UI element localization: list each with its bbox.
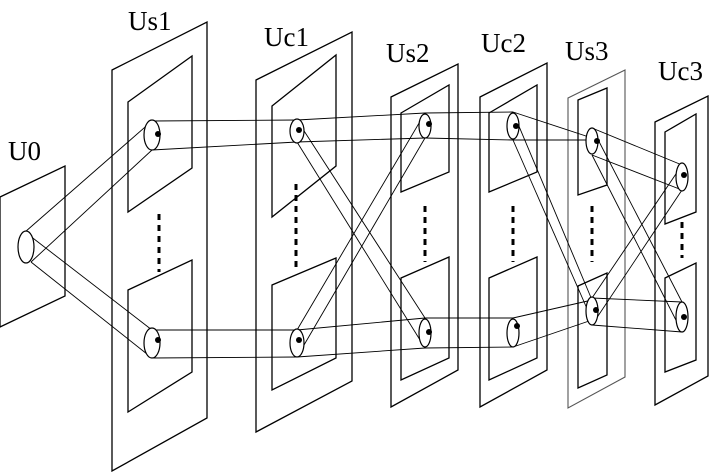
cells: [17, 112, 689, 359]
layer-label-u0: U0: [8, 136, 41, 166]
us1-bottom-receptive-field: [143, 327, 161, 359]
uc3-bottom-cell: [681, 314, 687, 320]
us2-top-cell: [426, 121, 432, 127]
layer-label-us2: Us2: [386, 38, 430, 68]
layer-label-uc3: Uc3: [658, 56, 703, 86]
layer-label-us1: Us1: [128, 6, 172, 36]
uc2-bottom-cell: [514, 323, 520, 329]
uc3-top-cell: [681, 172, 687, 178]
us2-bottom-cell: [426, 329, 432, 335]
us1-bottom-cell: [155, 337, 161, 343]
uc1-bottom-receptive-field: [289, 328, 305, 358]
us3-bottom-cell: [593, 307, 599, 313]
layer-label-uc1: Uc1: [264, 22, 309, 52]
layer-label-us3: Us3: [565, 36, 609, 66]
u0-receptive-field: [17, 230, 35, 264]
us3-top-cell: [594, 138, 600, 144]
us3-bottom-feature-plane: [577, 271, 608, 390]
uc1-bottom-cell: [296, 337, 302, 343]
uc1-top-cell: [296, 127, 302, 133]
uc2-top-cell: [513, 123, 519, 129]
layer-label-uc2: Uc2: [481, 28, 526, 58]
us1-top-cell: [155, 131, 161, 137]
connections: [24, 111, 683, 359]
us1-bottom-feature-plane: [127, 258, 193, 414]
